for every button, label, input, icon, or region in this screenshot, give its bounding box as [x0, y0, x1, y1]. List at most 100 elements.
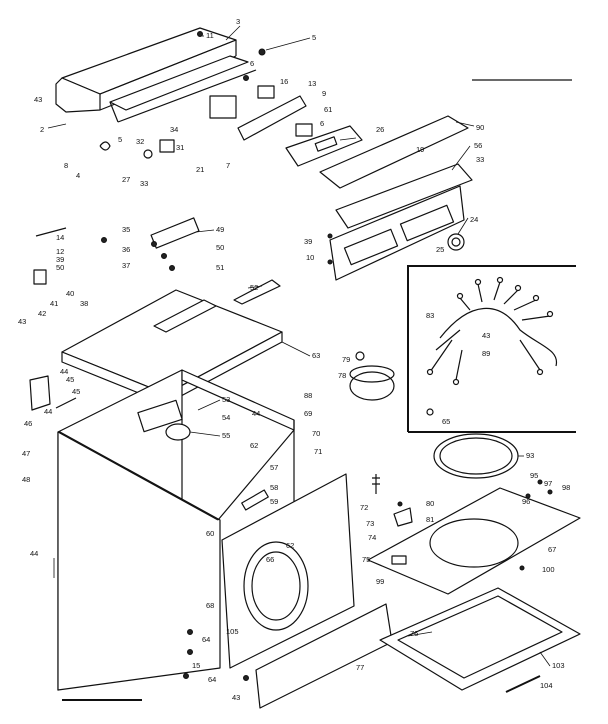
tub-ring-93 [434, 434, 518, 478]
callout-49: 49 [216, 225, 224, 234]
callout-62b: 62 [286, 541, 294, 550]
callout-78: 78 [338, 371, 346, 380]
callout-71: 71 [314, 447, 322, 456]
callout-33b: 33 [476, 155, 484, 164]
backsplash-frame-56 [336, 164, 472, 228]
callout-75: 75 [362, 555, 370, 564]
hinge-58 [242, 490, 269, 510]
callout-51: 51 [216, 263, 224, 272]
callout-67: 67 [548, 545, 556, 554]
switch-9 [296, 124, 312, 136]
callout-70: 70 [312, 429, 320, 438]
callout-98: 98 [562, 483, 570, 492]
callout-65: 65 [442, 417, 450, 426]
callout-62: 62 [250, 441, 258, 450]
callout-5: 5 [118, 135, 122, 144]
callout-50b: 50 [216, 243, 224, 252]
hinge-49 [151, 218, 199, 248]
hose-55 [166, 424, 190, 440]
callout-40: 40 [66, 289, 74, 298]
callout-44d: 44 [30, 549, 38, 558]
callout-26: 26 [376, 125, 384, 134]
switch-16 [258, 86, 274, 98]
screw-5 [259, 49, 265, 55]
pump-78 [350, 372, 394, 400]
front-panel [222, 474, 392, 708]
screw-6 [244, 76, 249, 81]
callout-54: 54 [222, 413, 230, 422]
callout-90: 90 [476, 123, 484, 132]
callout-21: 21 [196, 165, 204, 174]
callout-15: 15 [192, 661, 200, 670]
callout-19: 19 [416, 145, 424, 154]
bracket-73 [394, 508, 412, 526]
clip-65 [427, 409, 433, 415]
cabinet-right-front [58, 432, 220, 690]
bracket-14 [36, 228, 66, 236]
cabinet-back [182, 370, 294, 430]
clip-34 [160, 140, 174, 152]
bar-104 [506, 676, 540, 692]
callout-81: 81 [426, 515, 434, 524]
callout-79: 79 [342, 355, 350, 364]
callout-14: 14 [56, 233, 64, 242]
callout-16: 16 [280, 77, 288, 86]
backsplash-90 [320, 116, 468, 188]
wire-harness-83 [430, 282, 557, 380]
callout-99: 99 [376, 577, 384, 586]
callout-73: 73 [366, 519, 374, 528]
callout-61: 61 [324, 105, 332, 114]
cap-79 [356, 352, 364, 360]
callout-46: 46 [24, 419, 32, 428]
bracket-53 [138, 400, 182, 431]
callout-50: 50 [56, 263, 64, 272]
callout-105: 105 [226, 627, 239, 636]
callout-93: 93 [526, 451, 534, 460]
lid-opening [154, 300, 216, 332]
callout-57: 57 [270, 463, 278, 472]
callout-55: 55 [222, 431, 230, 440]
callout-45: 45 [66, 375, 74, 384]
knob-25 [448, 234, 464, 250]
lid-switch-39 [34, 270, 46, 284]
callout-25: 25 [436, 245, 444, 254]
wiring-harness-inset [408, 266, 576, 432]
callout-74: 74 [368, 533, 376, 542]
callout-34: 34 [170, 125, 178, 134]
callout-66: 66 [266, 555, 274, 564]
bolt-72 [372, 474, 380, 494]
callout-31: 31 [176, 143, 184, 152]
callout-5: 5 [312, 33, 316, 42]
leader-lines [48, 26, 550, 666]
callout-96: 96 [522, 497, 530, 506]
door-switch-44 [30, 376, 50, 410]
callout-69: 69 [304, 409, 312, 418]
callout-2: 2 [40, 125, 44, 134]
callout-27: 27 [122, 175, 130, 184]
callout-103: 103 [552, 661, 565, 670]
callout-38: 38 [80, 299, 88, 308]
console-assembly [56, 28, 472, 280]
callout-95: 95 [530, 471, 538, 480]
callout-56: 56 [474, 141, 482, 150]
callout-7: 7 [226, 161, 230, 170]
callout-6: 6 [250, 59, 254, 68]
cabinet [30, 370, 294, 690]
callout-45b: 45 [72, 387, 80, 396]
callout-39b: 39 [56, 255, 64, 264]
callout-4: 4 [76, 171, 80, 180]
callout-43d: 43 [232, 693, 240, 702]
knob-spring-8 [100, 142, 110, 150]
callout-39: 39 [304, 237, 312, 246]
callout-48: 48 [22, 475, 30, 484]
callout-32: 32 [136, 137, 144, 146]
callout-43c: 43 [482, 331, 490, 340]
callout-44c: 44 [252, 409, 260, 418]
callout-44: 44 [60, 367, 68, 376]
callout-88: 88 [304, 391, 312, 400]
callout-63: 63 [312, 351, 320, 360]
callout-36: 36 [122, 245, 130, 254]
callout-33: 33 [140, 179, 148, 188]
callout-77: 77 [356, 663, 364, 672]
